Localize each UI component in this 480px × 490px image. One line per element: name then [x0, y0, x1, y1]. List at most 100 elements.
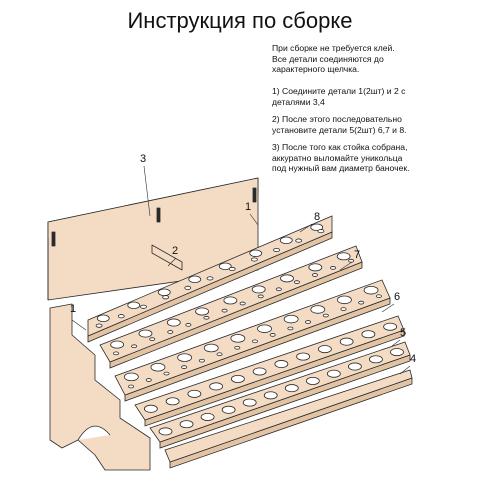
jar-hole: [185, 323, 192, 327]
jar-hole: [242, 398, 257, 407]
jar-hole: [279, 236, 293, 244]
part-label: 2: [172, 245, 178, 257]
jar-hole: [234, 345, 241, 350]
part-label: 4: [410, 353, 416, 365]
jar-hole: [143, 404, 158, 413]
jar-hole: [230, 334, 246, 343]
slot: [51, 231, 56, 247]
jar-hole: [123, 372, 139, 382]
jar-hole: [110, 340, 125, 349]
part-label: 6: [394, 291, 400, 303]
part-label: 7: [354, 249, 360, 261]
leader-line: [71, 319, 87, 331]
jar-hole: [283, 314, 299, 324]
jar-hole: [273, 247, 280, 253]
jar-hole: [322, 313, 329, 318]
jar-hole: [375, 294, 382, 299]
jar-hole: [203, 343, 219, 353]
intro-note: При сборке не требуется клей. Все детали…: [272, 43, 472, 75]
jar-hole: [195, 307, 209, 316]
jar-hole: [157, 288, 171, 296]
step-line: 1) Соедините детали 1(2шт) и 2 с: [272, 86, 406, 96]
jar-hole: [150, 363, 166, 372]
jar-hole: [140, 304, 147, 309]
jar-hole: [305, 376, 320, 385]
jar-hole: [326, 369, 341, 378]
step-line: под нужный вам диаметр баночек.: [272, 163, 410, 173]
jar-hole: [383, 322, 398, 331]
jar-hole: [348, 258, 355, 263]
jar-hole: [198, 358, 205, 363]
connector-part-2: [151, 244, 183, 271]
jar-hole: [138, 329, 153, 338]
jar-hole: [250, 257, 258, 262]
jar-hole: [131, 344, 138, 349]
jar-hole: [251, 339, 258, 344]
jar-hole: [390, 348, 404, 357]
jar-hole: [216, 352, 223, 357]
jar-hole: [165, 397, 180, 406]
jar-hole: [347, 362, 362, 371]
page-title: Инструкция по сборке: [127, 8, 353, 33]
jar-hole: [179, 420, 194, 429]
jar-hole: [162, 295, 170, 300]
jar-hole: [305, 320, 312, 324]
step-line: деталями 3,4: [272, 96, 325, 107]
part-label: 1: [70, 303, 76, 315]
jar-hole: [284, 384, 299, 393]
jar-hole: [96, 314, 110, 322]
jar-hole: [206, 276, 214, 281]
step-3: 3) После того как стойка собрана, аккура…: [272, 142, 472, 174]
part-label: 5: [400, 327, 406, 339]
jar-hole: [200, 413, 215, 421]
jar-hole: [363, 285, 379, 295]
part-label: 3: [140, 153, 146, 165]
part-label: 1: [245, 201, 251, 213]
jar-hole: [317, 345, 332, 354]
step-line: аккуратно выломайте уникольца: [272, 152, 403, 163]
leader-line: [299, 223, 313, 233]
jar-hole: [221, 308, 228, 313]
slot: [252, 187, 257, 203]
jar-hole: [358, 300, 365, 305]
jar-hole: [336, 252, 351, 261]
jar-hole: [274, 360, 289, 368]
jar-hole: [149, 337, 156, 341]
shelf-5b-top: [149, 341, 411, 443]
shelf-4-top: [164, 369, 413, 463]
jar-hole: [340, 307, 347, 311]
jar-hole: [280, 274, 294, 283]
slot: [156, 207, 161, 223]
shelf-8-top: [87, 215, 333, 337]
step-line: 2) После этого последовательно: [272, 114, 402, 124]
part-label: 8: [314, 211, 320, 223]
jar-hole: [239, 301, 246, 306]
jar-hole: [218, 262, 232, 270]
leader-line: [249, 213, 259, 226]
jar-hole: [339, 337, 354, 346]
leader-line: [391, 339, 401, 347]
jar-hole: [257, 324, 272, 333]
step-line: установите детали 5(2шт) 6,7 и 8.: [272, 124, 407, 135]
jar-hole: [293, 280, 300, 284]
jar-hole: [158, 427, 173, 436]
leader-line: [339, 261, 353, 271]
jar-hole: [181, 365, 188, 369]
jar-hole: [251, 285, 266, 294]
jar-hole: [188, 275, 202, 283]
jar-hole: [145, 378, 152, 382]
intro-line: характерного щелчка.: [272, 64, 360, 74]
leader-line: [399, 365, 411, 375]
jar-hole: [361, 330, 376, 339]
jar-hole: [369, 355, 383, 364]
intro-line: Все детали соединяются до: [272, 53, 384, 64]
jar-hole: [209, 382, 224, 391]
jar-hole: [310, 305, 326, 314]
jar-hole: [296, 352, 311, 361]
step-1: 1) Соедините детали 1(2шт) и 2 с деталям…: [272, 86, 472, 107]
jar-hole: [228, 266, 236, 271]
jar-hole: [287, 326, 294, 331]
step-line: 3) После того как стойка собрана,: [272, 142, 408, 152]
jar-hole: [163, 371, 170, 376]
